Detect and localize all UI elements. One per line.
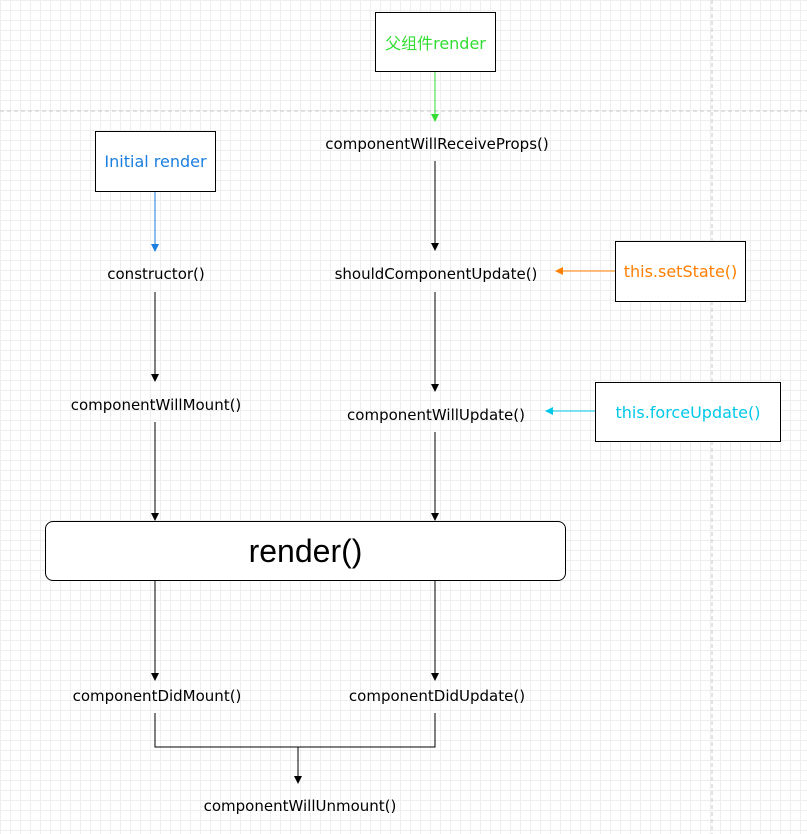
parent-render-box: 父组件render [375, 12, 496, 72]
component-will-mount-label: componentWillMount() [70, 396, 242, 414]
component-did-update-label: componentDidUpdate() [348, 687, 526, 705]
render-box: render() [45, 521, 566, 581]
component-will-update-label: componentWillUpdate() [347, 406, 525, 424]
component-did-mount-label: componentDidMount() [72, 687, 242, 705]
set-state-label: this.setState() [623, 262, 738, 281]
parent-render-label: 父组件render [385, 34, 486, 53]
constructor-label: constructor() [107, 265, 205, 283]
force-update-box: this.forceUpdate() [595, 382, 781, 442]
component-will-receive-props-label: componentWillReceiveProps() [325, 135, 549, 153]
force-update-label: this.forceUpdate() [615, 402, 761, 422]
component-will-unmount-label: componentWillUnmount() [203, 797, 397, 815]
connector-to-unmount [154, 713, 436, 748]
should-component-update-label: shouldComponentUpdate() [334, 265, 538, 283]
initial-render-box: Initial render [95, 131, 216, 192]
render-label: render() [248, 532, 363, 569]
initial-render-label: Initial render [104, 152, 207, 171]
set-state-box: this.setState() [615, 241, 746, 302]
